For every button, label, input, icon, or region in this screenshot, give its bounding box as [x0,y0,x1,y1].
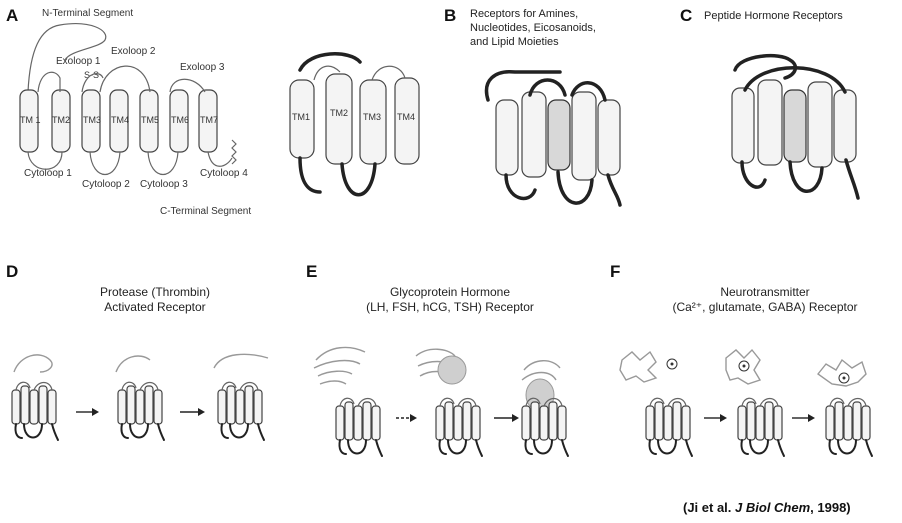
panel-e-receptor-3 [522,398,568,456]
panel-e-receptor-1 [336,398,382,456]
citation-year: , 1998) [810,500,850,515]
panel-f-receptor-3 [826,398,872,456]
panel-d-n-terminus-2 [116,356,150,372]
panel-f-receptor-2 [738,398,784,456]
panel-f-venus-flytrap-3 [818,360,866,386]
citation: (Ji et al. J Biol Chem, 1998) [683,500,851,515]
panel-d-receptor-1 [12,382,58,440]
citation-authors: (Ji et al. [683,500,735,515]
panel-e-receptor-2 [436,398,482,456]
citation-journal: J Biol Chem [735,500,810,515]
panel-d-receptor-2 [118,382,164,440]
panel-e-ectodomain-1 [314,347,365,384]
panel-d-n-terminus-3 [214,354,268,368]
panel-d-n-terminus-1 [14,355,52,372]
panel-d-receptor-3 [218,382,264,440]
panel-f-venus-flytrap-2 [726,350,760,384]
panel-f-receptor-1 [646,398,692,456]
panel-e-ectodomain-2 [416,349,466,384]
panel-f-venus-flytrap-1 [620,352,656,382]
